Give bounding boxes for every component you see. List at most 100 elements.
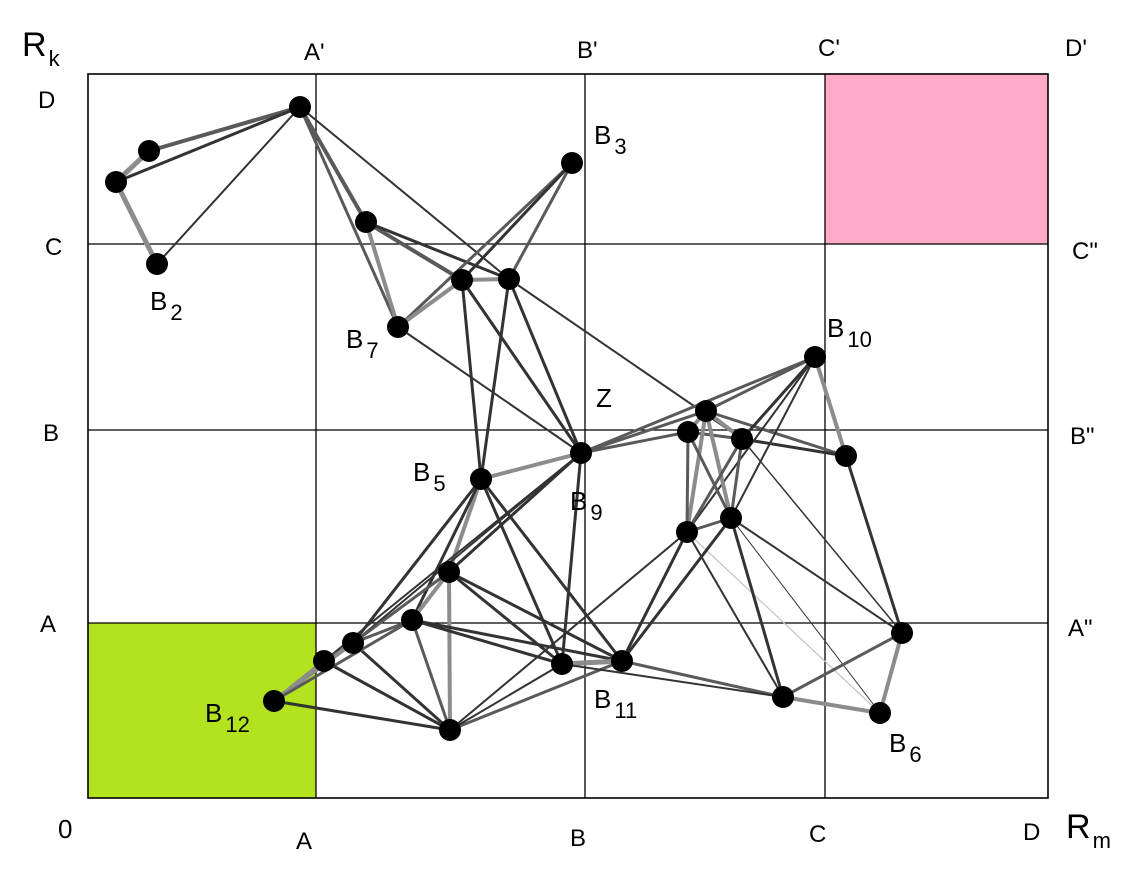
y-axis-sub: k — [49, 46, 61, 71]
left-tick-c: C — [45, 234, 62, 261]
edge-n13-n18 — [685, 437, 744, 534]
x-axis-title: Rm — [1066, 808, 1111, 853]
edge-n20-b12 — [272, 618, 414, 703]
edge-n13-n14 — [740, 437, 848, 458]
node-b3 — [561, 152, 583, 174]
node-n7 — [451, 269, 473, 291]
node-n8 — [498, 268, 520, 290]
edge-b9-n19 — [447, 451, 583, 574]
green-zone — [88, 623, 316, 798]
y-axis-title: Rk — [22, 26, 61, 71]
edge-n19-n25 — [447, 570, 564, 666]
edge-b2-n4 — [156, 106, 301, 265]
node-n17 — [720, 507, 742, 529]
edge-n18-b11 — [620, 530, 689, 663]
right-tick-b: B" — [1070, 423, 1095, 450]
edge-n21-n24 — [351, 641, 452, 732]
edge-n7-b9 — [460, 278, 583, 455]
edge-n24-b11 — [448, 659, 624, 732]
edge-n17-b6 — [730, 517, 881, 714]
edge-n5-b7 — [364, 220, 400, 329]
node-n22 — [313, 650, 335, 672]
edge-b11-n28 — [620, 659, 785, 699]
nodes — [105, 96, 913, 741]
node-n21 — [342, 632, 364, 654]
edge-b3-n8 — [507, 161, 574, 281]
plot-frame — [87, 73, 1049, 799]
edge-n4-b7 — [298, 105, 400, 329]
edge-n17-n27 — [730, 517, 903, 634]
edge-n11-n18 — [685, 409, 708, 534]
node-b12 — [263, 690, 285, 712]
top-tick-b: B' — [577, 37, 598, 64]
node-b9 — [570, 442, 592, 464]
edge-n25-n28 — [561, 663, 784, 698]
edge-b9-n25 — [560, 451, 583, 666]
edge-n14-n27 — [844, 454, 904, 635]
x-axis-main: R — [1066, 808, 1091, 846]
bottom-tick-b: B — [570, 825, 586, 852]
edge-n19-n21 — [351, 570, 451, 645]
edge-b5-n25 — [479, 477, 564, 666]
edge-n27-n28 — [781, 631, 904, 699]
node-n20 — [401, 609, 423, 631]
edge-b10-n17 — [730, 356, 816, 519]
top-tick-c: C' — [818, 35, 840, 62]
edge-b10-n14 — [813, 355, 848, 458]
edge-b5-n20 — [410, 477, 483, 622]
edge-n5-n8 — [364, 220, 511, 281]
edge-b9-n12 — [579, 430, 690, 455]
node-n14 — [835, 445, 857, 467]
point-z-label: Z — [596, 383, 612, 413]
node-n2 — [138, 140, 160, 162]
node-n5 — [355, 211, 377, 233]
left-tick-d: D — [38, 87, 55, 114]
edge-n17-n28 — [729, 516, 785, 699]
edge-b9-n21 — [352, 452, 582, 644]
edge-n13-n27 — [741, 438, 903, 634]
right-tick-a: A" — [1068, 615, 1093, 642]
edge-n18-n24 — [449, 531, 688, 731]
bottom-tick-c: C — [809, 821, 826, 848]
node-n18 — [676, 521, 698, 543]
edge-b5-b11 — [479, 477, 624, 663]
edge-b3-n7 — [460, 161, 574, 282]
top-tick-a: A' — [304, 39, 325, 66]
node-b10 — [804, 346, 826, 368]
edge-n24-n25 — [449, 663, 563, 731]
edge-n1-b2 — [113, 179, 160, 267]
edge-n19-b11 — [447, 570, 624, 663]
edge-n17-b11 — [620, 516, 733, 663]
edge-n12-n18 — [685, 430, 690, 534]
edge-n27-b6 — [878, 631, 904, 715]
top-tick-d: D' — [1065, 35, 1087, 62]
edge-n1-n4 — [114, 105, 302, 184]
edge-n22-n24 — [322, 659, 452, 732]
node-n19 — [438, 561, 460, 583]
node-n28 — [772, 686, 794, 708]
edge-b7-n7 — [396, 278, 464, 329]
edge-n13-n17 — [729, 437, 744, 520]
edge-n12-n17 — [686, 430, 733, 520]
node-b5 — [470, 468, 492, 490]
node-b7 — [387, 316, 409, 338]
right-tick-c: C" — [1072, 238, 1098, 265]
pink-zone — [825, 74, 1048, 244]
node-n12 — [677, 421, 699, 443]
node-n4 — [289, 96, 311, 118]
x-axis-sub: m — [1093, 828, 1111, 853]
edge-n8-b9 — [507, 277, 583, 455]
node-n25 — [551, 653, 573, 675]
edge-n2-n4 — [147, 105, 302, 153]
node-n1 — [105, 171, 127, 193]
edge-n18-n28 — [686, 531, 784, 698]
